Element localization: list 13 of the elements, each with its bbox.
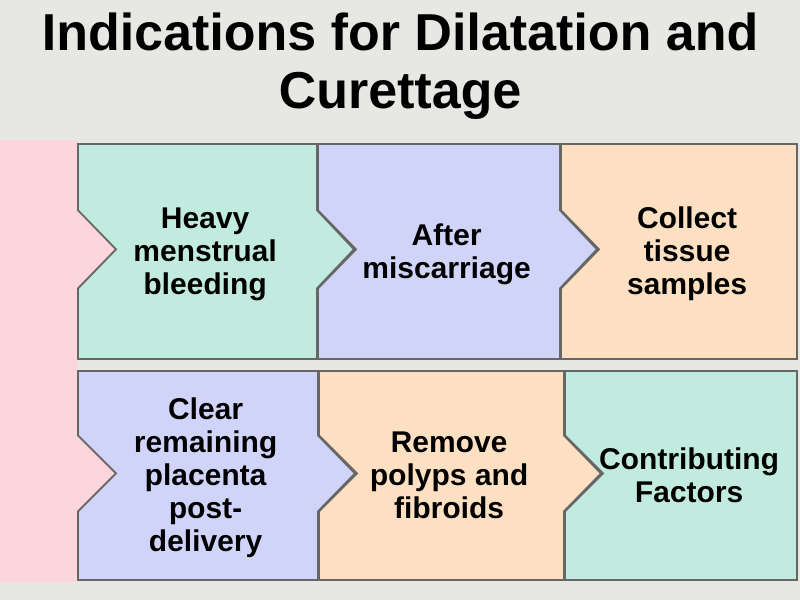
chevron-box <box>77 143 355 360</box>
step-text: Heavy menstrual bleeding <box>132 202 278 301</box>
step-text: Remove polyps and fibroids <box>368 426 530 525</box>
step-text: Contributing Factors <box>598 442 780 508</box>
chevron-box <box>318 370 602 581</box>
step-text: After miscarriage <box>361 218 532 284</box>
side-bar <box>0 140 115 582</box>
chevron-box <box>564 370 798 581</box>
title: Indications for Dilatation and Curettage <box>40 4 760 120</box>
step-text: Clear remaining placenta post-delivery <box>132 393 278 558</box>
step-text: Collect tissue samples <box>626 202 748 301</box>
chevron-box <box>317 143 598 360</box>
chevron-box <box>560 143 798 360</box>
